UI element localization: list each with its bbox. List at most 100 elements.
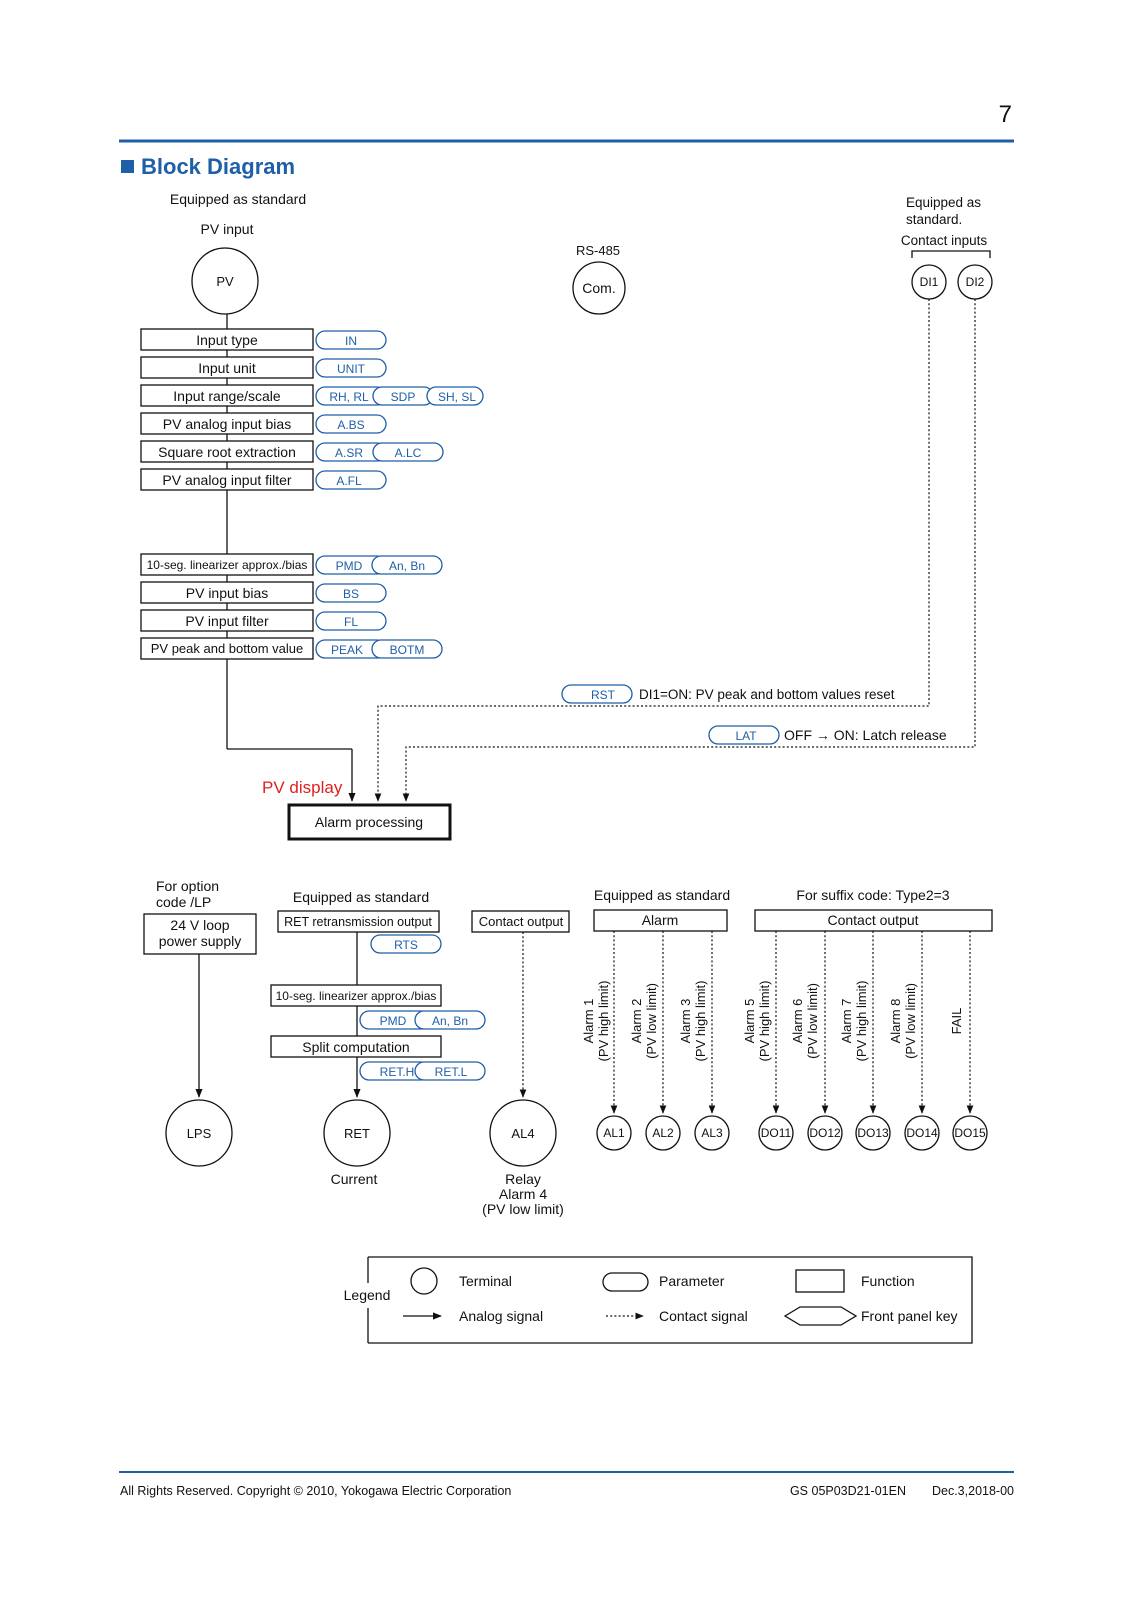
function-pv-analog-input-filter: [140, 468, 314, 491]
parameter-bs: [315, 583, 387, 603]
parameter-rst: [561, 684, 633, 704]
function-split-computation: [270, 1035, 442, 1058]
parameter-rst-label: RST: [591, 688, 616, 702]
parameter-label: An, Bn: [389, 559, 425, 573]
parameter-label: BS: [343, 587, 359, 601]
terminal-al3: [694, 1115, 730, 1151]
label-equipped-std-alarm: Equipped as standard: [594, 887, 730, 903]
terminal-do13: [855, 1115, 891, 1151]
split-computation-label: Split computation: [302, 1039, 409, 1055]
do-output-label: Alarm 5: [742, 999, 757, 1044]
terminal-al4-label: AL4: [511, 1126, 534, 1141]
do-output-label: (PV low limit): [805, 983, 820, 1059]
alarm-output-label: Alarm 1: [581, 999, 596, 1044]
terminal-lps-label: LPS: [187, 1126, 212, 1141]
label-rs485: RS-485: [576, 243, 620, 258]
page-number: 7: [999, 101, 1012, 128]
parameter-lat-label: LAT: [735, 729, 757, 743]
alarm-output-label: Alarm 3: [678, 999, 693, 1044]
legend-terminal: Terminal: [459, 1273, 512, 1289]
parameter-label: A.SR: [335, 446, 363, 460]
parameter-lat: [708, 725, 780, 745]
label-relay-1: Relay: [505, 1171, 541, 1187]
terminal-ret-label: RET: [344, 1126, 370, 1141]
terminal-al4: [489, 1099, 557, 1167]
parameter-label: FL: [344, 615, 358, 629]
function-pv-peak-bottom: [140, 637, 314, 660]
label-equipped-std-ret: Equipped as standard: [293, 889, 429, 905]
function-label: PV input bias: [186, 585, 269, 601]
do-output-label: (PV low limit): [903, 983, 918, 1059]
function-alarm-processing: [287, 803, 452, 841]
legend-contact: Contact signal: [659, 1308, 748, 1324]
alarm-output-label: (PV high limit): [693, 981, 708, 1062]
function-alarm: [593, 909, 728, 932]
parameter-label: A.BS: [337, 418, 364, 432]
terminal-do14: [904, 1115, 940, 1151]
legend-terminal-icon: [410, 1267, 438, 1295]
terminal-do14-label: DO14: [906, 1126, 938, 1140]
parameter-ret-l: [414, 1061, 486, 1081]
function-label: PV analog input bias: [163, 416, 291, 432]
terminal-do12: [807, 1115, 843, 1151]
parameter-label: PEAK: [331, 643, 363, 657]
parameter-botm: [371, 639, 443, 659]
label-contact-inputs: Contact inputs: [901, 233, 988, 248]
legend-front-key: Front panel key: [861, 1308, 958, 1324]
pv-display-label: PV display: [262, 778, 343, 797]
terminal-di2-label: DI2: [966, 275, 985, 289]
parameter-fl: [315, 611, 387, 631]
alarm-output-label: Alarm 2: [629, 999, 644, 1044]
do-output-label: Alarm 7: [839, 999, 854, 1044]
label-relay-3: (PV low limit): [482, 1201, 564, 1217]
function-label: PV input filter: [185, 613, 269, 629]
terminal-do11: [758, 1115, 794, 1151]
function-label: Input range/scale: [173, 388, 281, 404]
do-output-label: Alarm 8: [888, 999, 903, 1044]
terminal-com-label: Com.: [582, 280, 615, 296]
parameter-an-bn: [371, 555, 443, 575]
parameter-label: An, Bn: [432, 1014, 468, 1028]
ret-output-label: RET retransmission output: [284, 915, 432, 929]
function-input-type: [140, 328, 314, 351]
label-equipped-std-top-2: standard.: [906, 212, 962, 227]
lat-note: OFF → ON: Latch release: [784, 727, 947, 743]
label-relay-2: Alarm 4: [499, 1186, 547, 1202]
footer-date: Dec.3,2018-00: [932, 1484, 1014, 1498]
parameter-label: RH, RL: [329, 390, 369, 404]
legend-parameter: Parameter: [659, 1273, 725, 1289]
alarm-function-label: Alarm: [642, 912, 679, 928]
legend-title: Legend: [344, 1287, 391, 1303]
parameter-label: A.LC: [395, 446, 422, 460]
parameter-label: PMD: [380, 1014, 407, 1028]
footer-doc-id: GS 05P03D21-01EN: [790, 1484, 906, 1498]
function-contact-output-al4: [471, 910, 570, 933]
parameter-rts: [370, 934, 442, 954]
parameter-a-lc: [372, 442, 444, 462]
lps-function-label-2: power supply: [159, 933, 242, 949]
parameter-label: SDP: [391, 390, 416, 404]
terminal-lps: [165, 1099, 233, 1167]
lps-function-label-1: 24 V loop: [170, 917, 229, 933]
function-lps: [143, 913, 257, 955]
parameter-label: SH, SL: [438, 390, 476, 404]
legend-function-icon: [795, 1269, 845, 1293]
function-pv-input-filter: [140, 609, 314, 632]
section-title: Block Diagram: [141, 154, 295, 179]
function-label: Square root extraction: [158, 444, 296, 460]
ret-linearizer-label: 10-seg. linearizer approx./bias: [276, 989, 437, 1003]
legend-function: Function: [861, 1273, 915, 1289]
alarm-processing-label: Alarm processing: [315, 814, 423, 830]
terminal-do13-label: DO13: [857, 1126, 889, 1140]
terminal-al2-label: AL2: [652, 1126, 674, 1140]
label-pv-input: PV input: [201, 221, 254, 237]
function-label: 10-seg. linearizer approx./bias: [147, 558, 308, 572]
terminal-di1-label: DI1: [920, 275, 939, 289]
legend-analog: Analog signal: [459, 1308, 543, 1324]
terminal-al3-label: AL3: [701, 1126, 723, 1140]
label-current: Current: [331, 1171, 378, 1187]
parameter-ret-an-bn: [414, 1010, 486, 1030]
do-outputs: Alarm 5 (PV high limit) Alarm 6 (PV low …: [742, 931, 988, 1151]
parameter-a-fl: [315, 470, 387, 490]
label-for-option-2: code /LP: [156, 894, 211, 910]
